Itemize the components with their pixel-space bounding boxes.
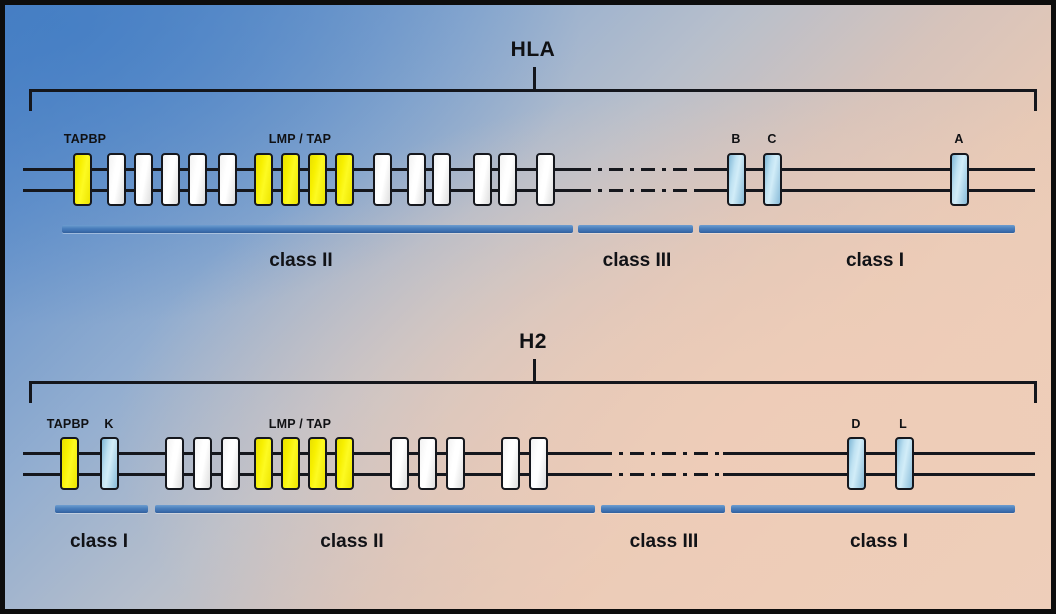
gene-box-h2-classII-1[interactable] [165,437,184,490]
gene-box-hla-lmp-tap-4[interactable] [335,153,354,206]
strand-upper-right-h2 [723,452,1035,455]
class-label-h2-2: class III [629,531,699,552]
class-label-h2-0: class I [69,531,129,552]
class-bar-h2-1 [155,505,595,513]
strand-upper-left-hla [23,168,577,171]
class-bar-hla-1 [578,225,693,233]
locus-bracket-h2 [29,381,1037,403]
gene-box-h2-lmp-tap-2[interactable] [281,437,300,490]
strand-lower-left-hla [23,189,577,192]
class-label-hla-1: class III [602,250,672,271]
genome-title-h2: H2 [519,330,547,353]
gene-box-h2-classII-2[interactable] [193,437,212,490]
gene-label-hla-3: C [767,132,777,146]
gene-label-h2-4: L [899,417,907,431]
gene-box-h2-lmp-tap-1[interactable] [254,437,273,490]
gene-box-hla-hla-b[interactable] [727,153,746,206]
class-label-h2-3: class I [849,531,909,552]
class-bar-h2-2 [601,505,725,513]
strand-upper-break-h2 [598,452,723,455]
class-label-hla-2: class I [845,250,905,271]
gene-label-h2-1: K [104,417,114,431]
class-bar-h2-3 [731,505,1015,513]
gene-box-h2-lmp-tap-4[interactable] [335,437,354,490]
gene-box-h2-classII-7[interactable] [501,437,520,490]
gene-label-h2-3: D [851,417,861,431]
gene-label-hla-2: B [731,132,741,146]
strand-lower-right-hla [695,189,1035,192]
strand-lower-break-hla [577,189,695,192]
gene-label-h2-2: LMP / TAP [268,417,332,431]
class-label-h2-1: class II [320,531,384,552]
gene-box-h2-classII-4[interactable] [390,437,409,490]
gene-box-h2-h2-d[interactable] [847,437,866,490]
class-bar-h2-0 [55,505,148,513]
gene-box-hla-classII-9[interactable] [473,153,492,206]
gene-box-hla-hla-a[interactable] [950,153,969,206]
gene-box-h2-tapbp[interactable] [60,437,79,490]
strand-lower-break-h2 [598,473,723,476]
locus-bracket-hla [29,89,1037,111]
gene-box-h2-classII-5[interactable] [418,437,437,490]
strand-upper-break-hla [577,168,695,171]
gene-box-hla-lmp-tap-2[interactable] [281,153,300,206]
gene-box-hla-classII-3[interactable] [161,153,180,206]
gene-box-hla-lmp-tap-3[interactable] [308,153,327,206]
gene-box-hla-classII-5[interactable] [218,153,237,206]
gene-label-hla-0: TAPBP [63,132,107,146]
gene-box-hla-lmp-tap-1[interactable] [254,153,273,206]
gene-box-hla-classII-11[interactable] [536,153,555,206]
strand-upper-right-hla [695,168,1035,171]
gene-box-hla-classII-1[interactable] [107,153,126,206]
gene-box-hla-classII-2[interactable] [134,153,153,206]
class-bar-hla-0 [62,225,573,233]
gene-box-h2-h2-k[interactable] [100,437,119,490]
bracket-stem-h2 [533,359,536,381]
strand-lower-right-h2 [723,473,1035,476]
gene-box-h2-classII-6[interactable] [446,437,465,490]
class-label-hla-0: class II [269,250,333,271]
class-bar-hla-2 [699,225,1015,233]
gene-box-hla-classII-7[interactable] [407,153,426,206]
gene-label-hla-1: LMP / TAP [268,132,332,146]
gene-box-hla-classII-6[interactable] [373,153,392,206]
gene-box-hla-hla-c[interactable] [763,153,782,206]
gene-box-h2-classII-3[interactable] [221,437,240,490]
bracket-stem-hla [533,67,536,89]
gene-box-h2-lmp-tap-3[interactable] [308,437,327,490]
gene-label-h2-0: TAPBP [46,417,90,431]
gene-box-hla-tapbp[interactable] [73,153,92,206]
gene-label-hla-4: A [954,132,964,146]
gene-box-hla-classII-4[interactable] [188,153,207,206]
genome-title-hla: HLA [510,38,556,61]
gene-box-h2-h2-l[interactable] [895,437,914,490]
gene-box-hla-classII-10[interactable] [498,153,517,206]
gene-box-h2-classII-8[interactable] [529,437,548,490]
gene-box-hla-classII-8[interactable] [432,153,451,206]
